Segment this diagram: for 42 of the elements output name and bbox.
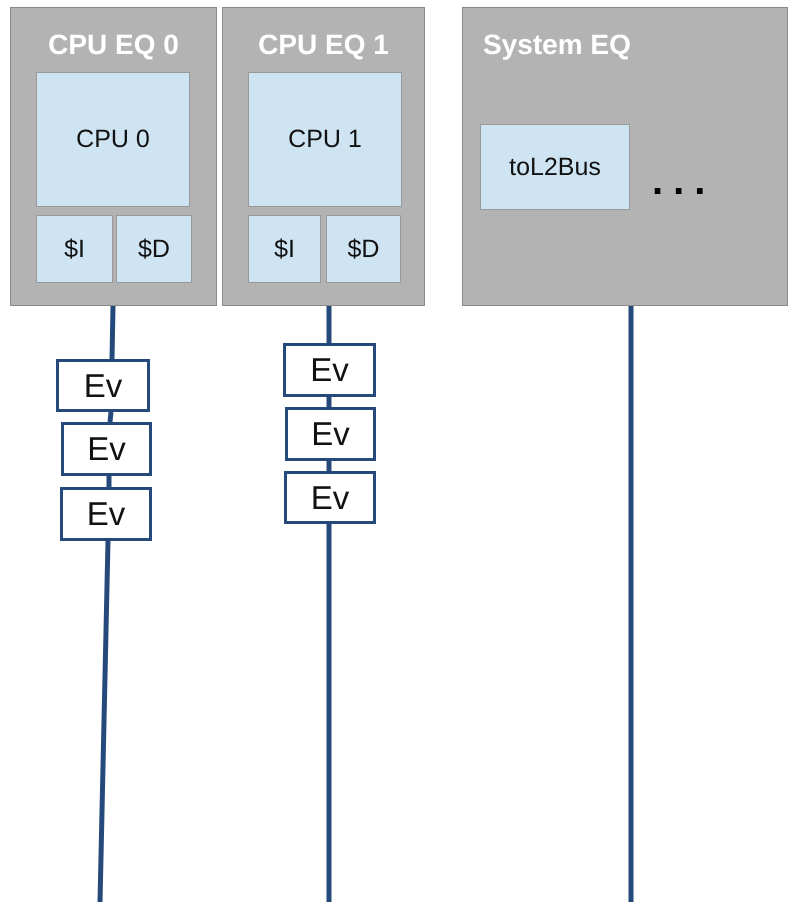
connector-line <box>628 306 634 902</box>
event-box <box>60 487 152 541</box>
panel-title: CPU EQ 1 <box>257 28 390 62</box>
panel-title: System EQ <box>483 28 632 62</box>
component-label: Ev <box>86 496 126 532</box>
component-label: $D <box>348 234 380 264</box>
event-box <box>285 407 376 461</box>
event-box <box>56 359 150 412</box>
connector-line <box>98 540 110 902</box>
component-label: Ev <box>84 368 122 404</box>
connector-line <box>326 397 332 407</box>
connector-line <box>108 412 114 422</box>
component-label: CPU 1 <box>288 125 362 154</box>
component-box <box>248 215 321 283</box>
event-box <box>284 471 376 524</box>
component-label: CPU 0 <box>76 125 150 154</box>
component-label: $I <box>274 234 295 264</box>
component-label: Ev <box>311 416 350 452</box>
component-label: Ev <box>310 352 349 388</box>
queue-panel <box>10 7 217 306</box>
component-label: Ev <box>310 480 350 516</box>
component-label: $D <box>138 234 170 264</box>
component-box <box>36 72 190 207</box>
connector-line <box>326 461 332 471</box>
queue-panel <box>222 7 425 306</box>
connector-line <box>326 524 332 902</box>
component-box <box>326 215 401 283</box>
component-label: toL2Bus <box>509 152 601 182</box>
event-box <box>283 343 376 397</box>
event-box <box>61 422 152 476</box>
component-box <box>248 72 402 207</box>
component-box <box>480 124 630 210</box>
panel-title: CPU EQ 0 <box>47 28 180 62</box>
ellipsis-text: ... <box>652 166 716 196</box>
component-label: Ev <box>87 431 126 467</box>
component-box <box>36 215 113 283</box>
queue-panel <box>462 7 788 306</box>
connector-line <box>110 306 116 360</box>
component-label: $I <box>64 234 85 264</box>
connector-line <box>326 306 332 343</box>
component-box <box>116 215 192 283</box>
connector-line <box>106 476 112 487</box>
